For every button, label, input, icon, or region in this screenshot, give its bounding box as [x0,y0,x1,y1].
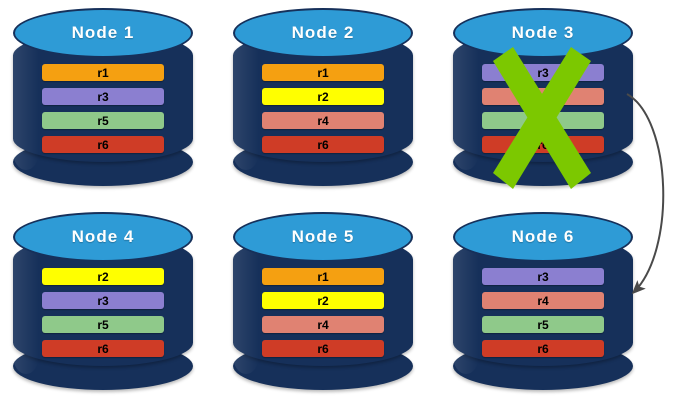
cylinder-top-disc: Node 1 [13,8,193,58]
record-bar[interactable]: r4 [262,316,384,333]
node-cylinder-6[interactable]: Node 6 r3 r4 r5 r6 [453,212,633,390]
record-bar[interactable]: r1 [262,268,384,285]
record-bar[interactable]: r6 [482,136,604,153]
record-bar[interactable]: r3 [42,292,164,309]
record-bar[interactable]: r2 [262,292,384,309]
node-cylinder-2[interactable]: Node 2 r1 r2 r4 r6 [233,8,413,186]
record-bar[interactable]: r5 [482,316,604,333]
record-bar[interactable]: r1 [262,64,384,81]
node-label: Node 3 [511,23,575,42]
record-bar[interactable]: r4 [482,88,604,105]
record-list: r3 r4 r5 r6 [482,64,604,153]
node-label: Node 6 [511,227,575,246]
node-cylinder-5[interactable]: Node 5 r1 r2 r4 r6 [233,212,413,390]
record-bar[interactable]: r2 [262,88,384,105]
record-bar[interactable]: r6 [482,340,604,357]
record-bar[interactable]: r4 [262,112,384,129]
cylinder-top-disc: Node 2 [233,8,413,58]
record-list: r1 r3 r5 r6 [42,64,164,153]
record-list: r1 r2 r4 r6 [262,268,384,357]
record-bar[interactable]: r6 [42,136,164,153]
record-list: r3 r4 r5 r6 [482,268,604,357]
record-bar[interactable]: r2 [42,268,164,285]
node-cylinder-4[interactable]: Node 4 r2 r3 r5 r6 [13,212,193,390]
record-bar[interactable]: r1 [42,64,164,81]
cylinder-top-disc: Node 5 [233,212,413,262]
record-bar[interactable]: r4 [482,292,604,309]
node-label: Node 5 [291,227,355,246]
cylinder-top-disc: Node 3 [453,8,633,58]
record-bar[interactable]: r3 [482,268,604,285]
record-bar[interactable]: r5 [42,316,164,333]
node-cylinder-1[interactable]: Node 1 r1 r3 r5 r6 [13,8,193,186]
record-bar[interactable]: r3 [482,64,604,81]
record-bar[interactable]: r3 [42,88,164,105]
node-label: Node 1 [71,23,135,42]
node-label: Node 2 [291,23,355,42]
node-cylinder-3[interactable]: Node 3 r3 r4 r5 r6 [453,8,633,186]
record-list: r2 r3 r5 r6 [42,268,164,357]
record-bar[interactable]: r6 [262,136,384,153]
cylinder-top-disc: Node 6 [453,212,633,262]
node-label: Node 4 [71,227,135,246]
record-bar[interactable]: r6 [42,340,164,357]
record-bar[interactable]: r5 [42,112,164,129]
record-bar[interactable]: r6 [262,340,384,357]
record-bar[interactable]: r5 [482,112,604,129]
cylinder-top-disc: Node 4 [13,212,193,262]
record-list: r1 r2 r4 r6 [262,64,384,153]
